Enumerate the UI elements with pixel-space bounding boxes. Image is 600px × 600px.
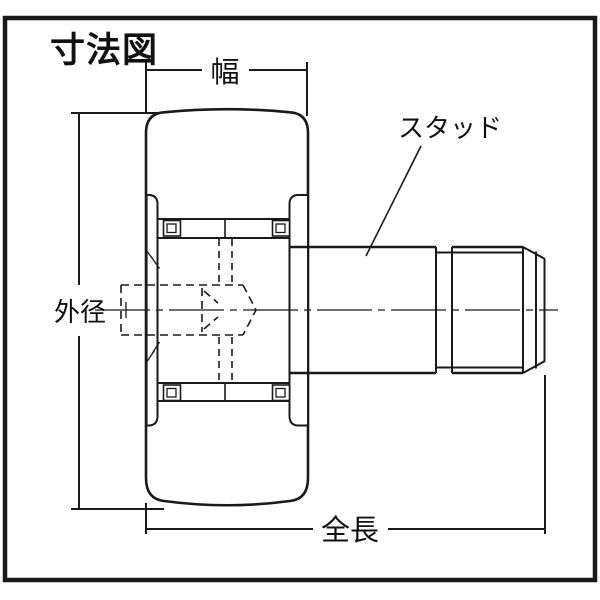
- total-length-dimension: 全長: [145, 375, 546, 547]
- seal-square-inner: [166, 223, 177, 234]
- stud-leader-line: [365, 145, 422, 257]
- section-marks: [144, 248, 161, 364]
- seal-square-inner: [275, 223, 286, 234]
- width-label: 幅: [210, 56, 239, 89]
- thread-chamfer-lines: [522, 246, 546, 374]
- stud-label: スタッド: [398, 113, 502, 143]
- outer-diameter-dimension: 外径: [54, 112, 164, 510]
- seal-square-inner: [275, 387, 286, 398]
- seal-squares: [162, 219, 291, 402]
- stud-callout: スタッド: [365, 113, 502, 257]
- seal-square: [271, 384, 291, 402]
- thread-crest-lines: [452, 245, 523, 375]
- seal-square: [162, 219, 182, 237]
- seal-square-inner: [166, 387, 177, 398]
- roller-body: [144, 107, 310, 507]
- total-length-label: 全長: [321, 514, 379, 547]
- seal-square: [162, 384, 182, 402]
- left-side-plate: [145, 194, 159, 427]
- drawing-title: 寸法図: [50, 31, 158, 70]
- width-dimension: 幅: [145, 56, 308, 116]
- stud-flange: [288, 194, 309, 427]
- outer-diameter-label: 外径: [54, 297, 106, 327]
- seal-square: [271, 219, 291, 237]
- drawing-frame: [2, 15, 598, 583]
